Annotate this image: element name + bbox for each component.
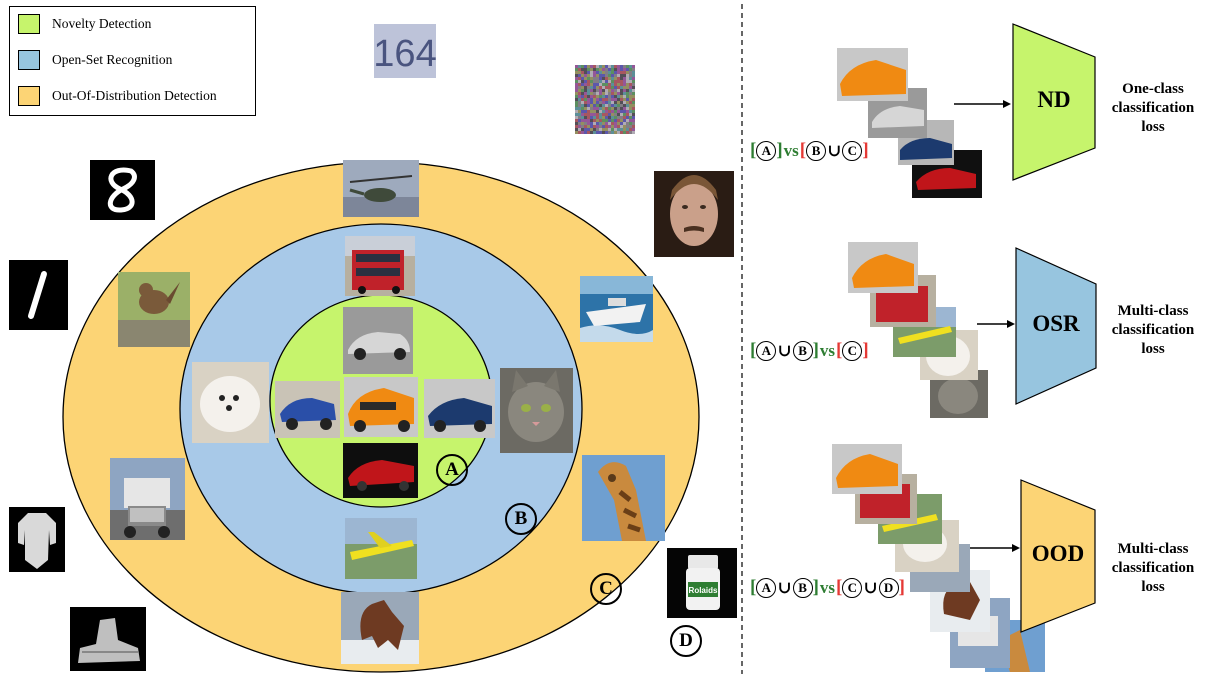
- cat-image: [500, 368, 573, 453]
- helicopter-image: [343, 160, 419, 217]
- legend-item-novelty: Novelty Detection: [18, 11, 151, 37]
- set-label-d: D: [670, 625, 702, 657]
- osr-loss-label: Multi-class classification loss: [1111, 303, 1195, 357]
- legend-swatch-novelty: [18, 14, 40, 34]
- boat-image: [580, 276, 653, 342]
- ood-arrow: [970, 544, 1020, 552]
- truck-image: [110, 458, 185, 540]
- nd-image-stack: [837, 48, 982, 198]
- pill-bottle-label: Rolaids: [689, 586, 718, 595]
- car-silver-image: [343, 307, 413, 374]
- nd-arrow: [954, 100, 1011, 108]
- car-dark-blue-image: [424, 379, 495, 438]
- osr-model-label: OSR: [1032, 311, 1080, 336]
- nd-model-label: ND: [1037, 87, 1071, 112]
- ood-image-stack: [832, 444, 1045, 672]
- nd-formula: [A] vs [B∪C]: [750, 140, 869, 161]
- legend-swatch-open-set: [18, 50, 40, 70]
- ood-model-label: OOD: [1031, 541, 1085, 566]
- car-orange-image: [344, 377, 418, 437]
- fashion-dress-image: [9, 507, 65, 572]
- legend-swatch-ood: [18, 86, 40, 106]
- car-blue-classic-image: [275, 381, 340, 438]
- giraffe-image: [582, 455, 665, 541]
- noise-image: [575, 65, 635, 134]
- legend-label-open-set: Open-Set Recognition: [52, 52, 173, 67]
- pill-bottle-image: Rolaids: [667, 548, 737, 618]
- mnist-one-image: [9, 260, 68, 330]
- legend: Novelty Detection Open-Set Recognition O…: [9, 6, 256, 116]
- ood-formula: [A∪B] vs [C∪D]: [750, 577, 905, 598]
- fashion-boot-image: [70, 607, 146, 671]
- horse-image: [341, 592, 419, 664]
- osr-formula: [A∪B] vs [C]: [750, 340, 869, 361]
- osr-arrow: [977, 320, 1015, 328]
- airplane-image: [345, 518, 417, 579]
- svhn-digits: 164: [373, 33, 436, 75]
- bird-image: [118, 272, 190, 347]
- set-label-a: A: [436, 454, 468, 486]
- ood-loss-label: Multi-class classification loss: [1111, 541, 1195, 595]
- legend-label-ood: Out-Of-Distribution Detection: [52, 88, 217, 103]
- bus-image: [345, 236, 415, 296]
- legend-item-open-set: Open-Set Recognition: [18, 47, 172, 73]
- legend-item-ood: Out-Of-Distribution Detection: [18, 83, 217, 109]
- set-label-b: B: [505, 503, 537, 535]
- dog-image: [192, 362, 269, 443]
- legend-label-novelty: Novelty Detection: [52, 16, 152, 31]
- face-image: [654, 171, 734, 257]
- ood-model-shape: [1020, 479, 1096, 633]
- osr-image-stack: [848, 242, 988, 418]
- car-red-image: [343, 443, 418, 498]
- svhn-image: 164: [373, 24, 437, 78]
- nd-loss-label: One-class classification loss: [1111, 81, 1195, 135]
- mnist-eight-image: [90, 160, 155, 220]
- set-label-c: C: [590, 573, 622, 605]
- nd-model-shape: [1012, 23, 1096, 181]
- osr-model-shape: [1015, 247, 1097, 405]
